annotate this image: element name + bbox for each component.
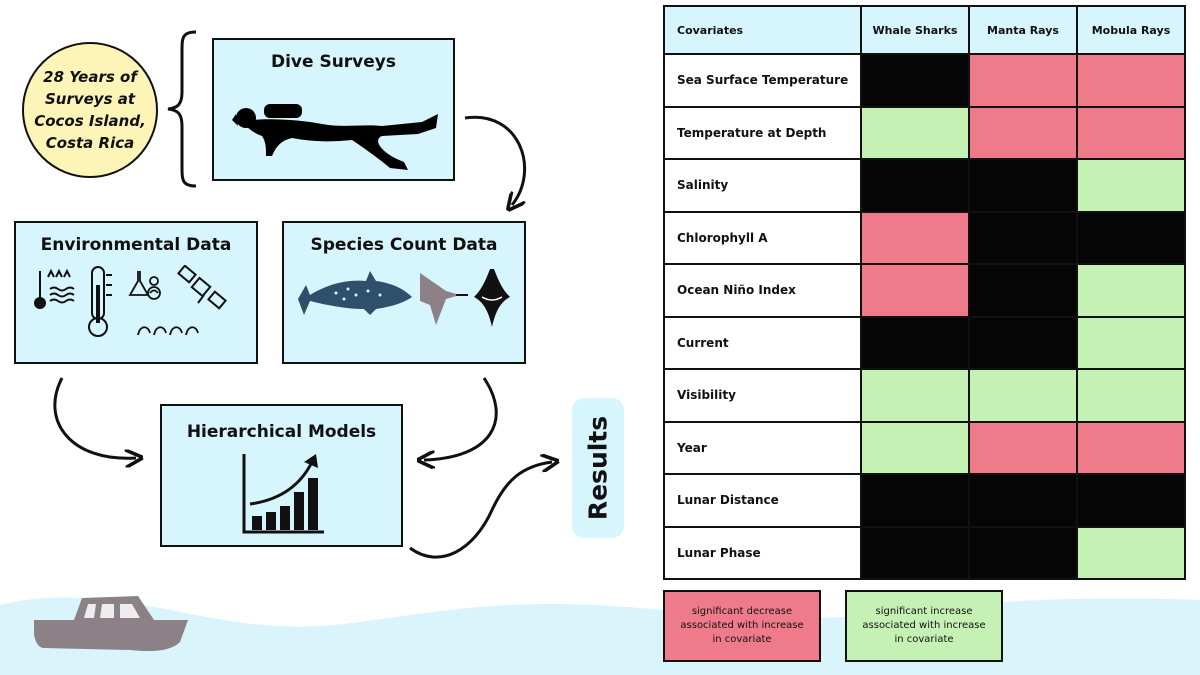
table-row: Current <box>663 315 1186 370</box>
study-location-badge: 28 Years of Surveys at Cocos Island, Cos… <box>22 42 158 178</box>
covariate-effects-table: Covariates Whale Sharks Manta Rays Mobul… <box>663 5 1186 580</box>
covariate-label: Temperature at Depth <box>663 105 862 160</box>
intro-line-3: Cocos Island, <box>34 112 146 130</box>
effect-cell <box>860 263 970 318</box>
effect-cell <box>1076 105 1186 160</box>
effect-cell <box>860 158 970 213</box>
arrow-env-to-models <box>53 377 136 458</box>
manta-ray-icon <box>420 273 468 325</box>
scuba-diver-icon <box>232 104 438 170</box>
curly-brace <box>167 30 197 188</box>
legend-decrease-line-1: significant decrease <box>691 606 793 617</box>
effect-cell <box>1076 368 1186 423</box>
environmental-data-box: Environmental Data <box>14 221 258 364</box>
covariate-label: Ocean Niño Index <box>663 263 862 318</box>
effect-cell <box>860 210 970 265</box>
covariate-label: Year <box>663 420 862 475</box>
covariate-label: Lunar Distance <box>663 473 862 528</box>
species-icons <box>298 269 510 327</box>
legend-increase-line-3: in covariate <box>894 634 954 645</box>
table-row: Salinity <box>663 158 1186 213</box>
effect-cell <box>1076 420 1186 475</box>
covariate-label: Lunar Phase <box>663 525 862 580</box>
arrow-dive-to-species <box>464 115 527 205</box>
legend-decrease: significant decrease associated with inc… <box>663 590 821 662</box>
effect-cell <box>968 420 1078 475</box>
effect-cell <box>968 53 1078 108</box>
boat-icon <box>34 596 188 652</box>
legend-increase-line-1: significant increase <box>875 606 973 617</box>
legend-decrease-line-2: associated with increase <box>680 620 804 631</box>
effect-cell <box>968 105 1078 160</box>
legend-decrease-line-3: in covariate <box>712 634 772 645</box>
chemistry-flask-icon <box>128 271 161 300</box>
effect-cell <box>860 315 970 370</box>
effect-cell <box>968 210 1078 265</box>
covariates-header: Covariates <box>663 5 862 55</box>
legend-increase-line-2: associated with increase <box>862 620 986 631</box>
satellite-icon <box>177 265 227 310</box>
effect-cell <box>860 473 970 528</box>
effect-cell <box>1076 53 1186 108</box>
effect-cell <box>860 368 970 423</box>
species-header-manta-rays: Manta Rays <box>968 5 1078 55</box>
thermometer-icon <box>88 266 112 337</box>
effect-cell <box>968 263 1078 318</box>
covariate-label: Visibility <box>663 368 862 423</box>
table-row: Lunar Distance <box>663 473 1186 528</box>
effect-cell <box>860 53 970 108</box>
waves-icon <box>137 326 199 336</box>
dive-surveys-box: Dive Surveys <box>212 38 455 181</box>
effect-cell <box>968 315 1078 370</box>
table-row: Ocean Niño Index <box>663 263 1186 318</box>
effect-cell <box>1076 210 1186 265</box>
effect-cell <box>968 473 1078 528</box>
intro-line-2: Surveys at <box>44 90 136 108</box>
results-text: Results <box>583 415 613 521</box>
table-row: Temperature at Depth <box>663 105 1186 160</box>
hierarchical-models-title: Hierarchical Models <box>186 422 377 442</box>
hierarchical-models-box: Hierarchical Models <box>160 404 403 547</box>
intro-line-4: Costa Rica <box>45 134 135 152</box>
covariate-label: Sea Surface Temperature <box>663 53 862 108</box>
effect-cell <box>1076 158 1186 213</box>
results-label: Results <box>572 398 624 538</box>
table-row: Sea Surface Temperature <box>663 53 1186 108</box>
effect-cell <box>860 105 970 160</box>
effect-cell <box>1076 315 1186 370</box>
flow-arrows <box>53 115 660 559</box>
dive-surveys-title: Dive Surveys <box>270 52 396 72</box>
table-row: Lunar Phase <box>663 525 1186 580</box>
species-count-data-title: Species Count Data <box>310 235 498 255</box>
effect-cell <box>860 525 970 580</box>
covariate-label: Current <box>663 315 862 370</box>
bar-chart-growth-icon <box>242 454 324 534</box>
effect-cell <box>1076 263 1186 318</box>
effect-cell <box>968 158 1078 213</box>
effect-cell <box>968 368 1078 423</box>
effect-cell <box>1076 525 1186 580</box>
table-row: Visibility <box>663 368 1186 423</box>
species-count-data-box: Species Count Data <box>282 221 526 364</box>
table-header-row: Covariates Whale Sharks Manta Rays Mobul… <box>663 5 1186 55</box>
effect-cell <box>1076 473 1186 528</box>
covariate-label: Chlorophyll A <box>663 210 862 265</box>
effect-cell <box>968 525 1078 580</box>
environmental-icons <box>34 265 227 337</box>
water-temperature-icon <box>34 268 75 309</box>
mobula-ray-icon <box>474 269 510 327</box>
legend-increase: significant increase associated with inc… <box>845 590 1003 662</box>
environmental-data-title: Environmental Data <box>40 235 232 255</box>
whale-shark-icon <box>298 271 412 315</box>
table-row: Chlorophyll A <box>663 210 1186 265</box>
intro-line-1: 28 Years of <box>43 68 137 86</box>
arrow-species-to-models <box>424 377 498 460</box>
arrow-models-to-results <box>409 462 552 559</box>
effect-cell <box>860 420 970 475</box>
covariate-label: Salinity <box>663 158 862 213</box>
table-row: Year <box>663 420 1186 475</box>
species-header-mobula-rays: Mobula Rays <box>1076 5 1186 55</box>
species-header-whale-sharks: Whale Sharks <box>860 5 970 55</box>
